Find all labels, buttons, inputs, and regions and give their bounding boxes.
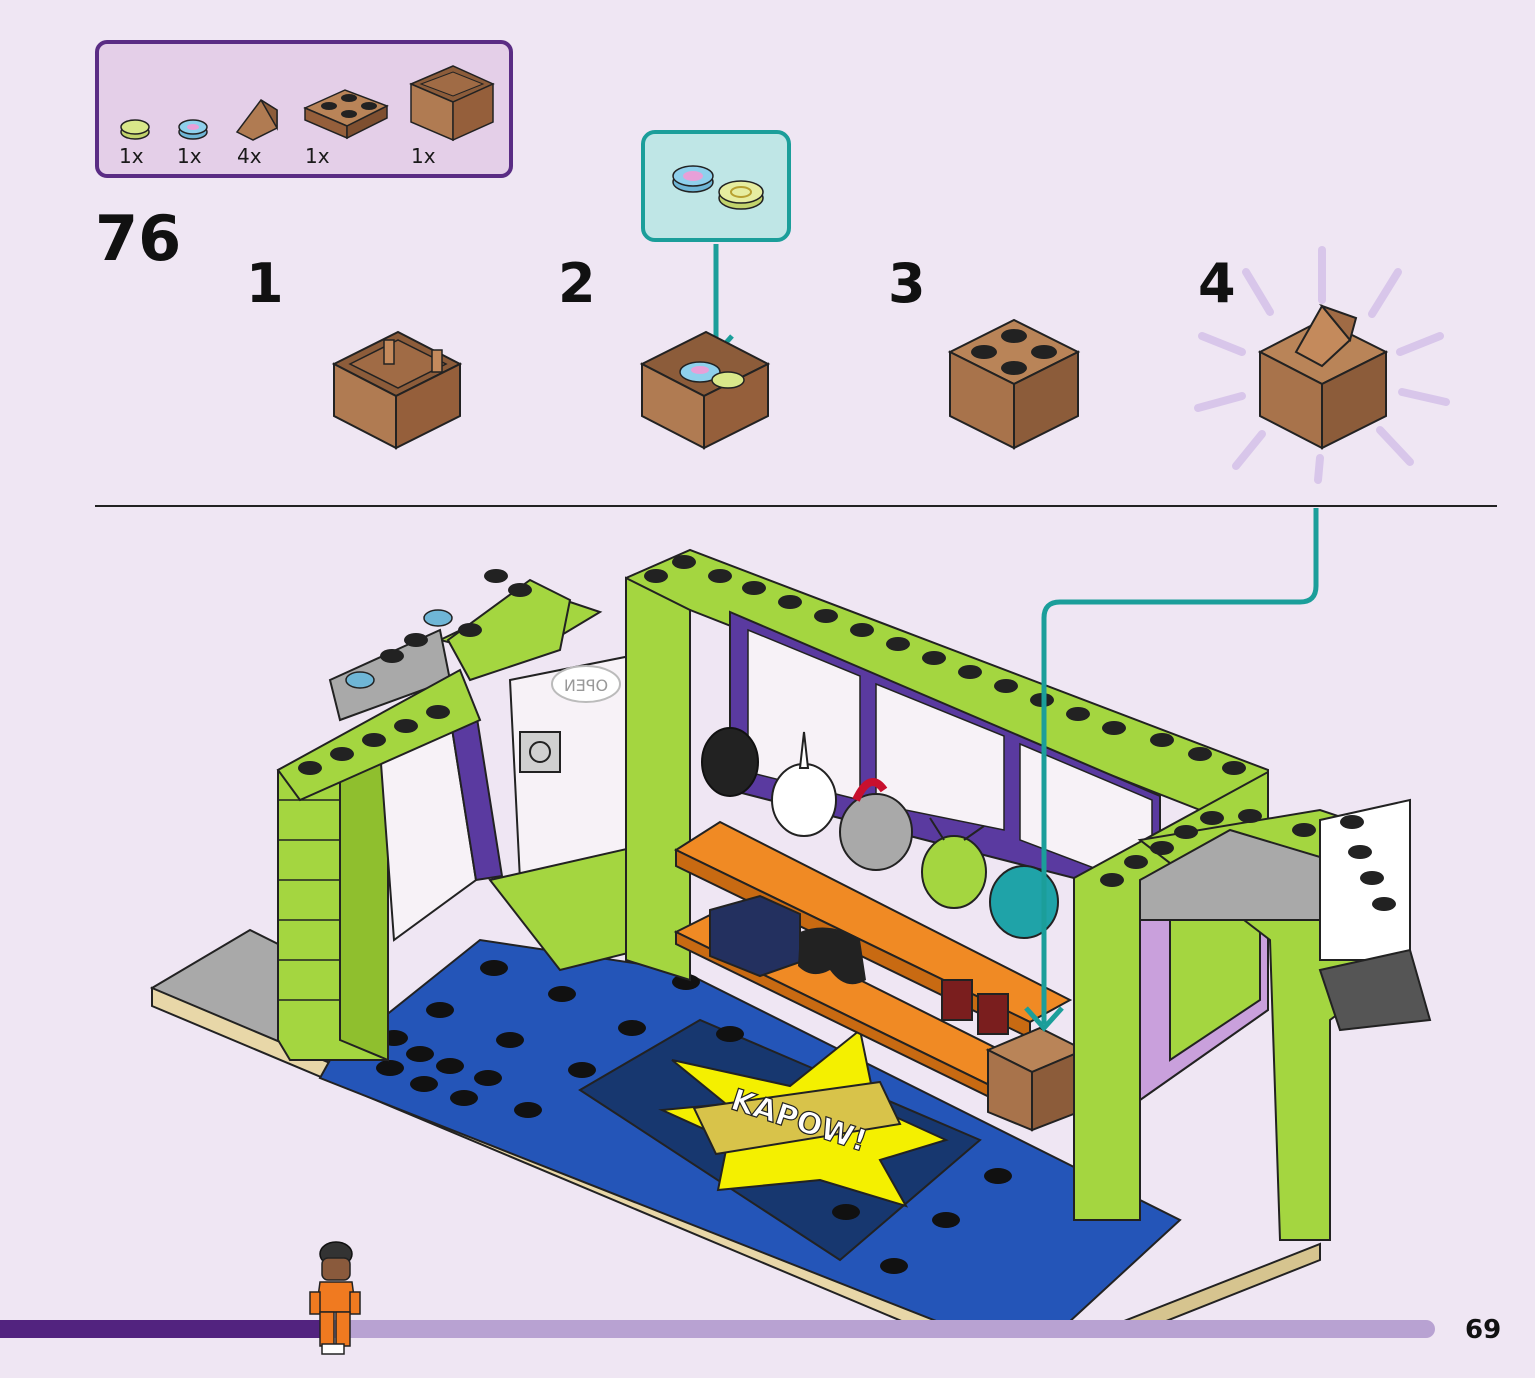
substep-models: [331, 244, 1450, 484]
substep-3-plate-on-box: [947, 318, 1081, 450]
substep-4-finished-crate: [1194, 246, 1450, 484]
kapow-floor-sign: KAPOW!: [658, 1028, 949, 1208]
open-sign-text: OPEN: [564, 676, 608, 695]
left-wall-column: [277, 736, 389, 1062]
placement-arrow: [1024, 508, 1319, 1032]
red-boots: [941, 979, 973, 1021]
substep-number-1: 1: [246, 252, 284, 315]
substep-number-2: 2: [558, 252, 596, 315]
right-wall: [1073, 770, 1432, 1241]
blue-round-tile-part: [178, 119, 208, 140]
callout-blue-tile: [672, 165, 714, 193]
progress-track: [0, 1320, 1435, 1338]
parts-illustrations: [120, 65, 495, 142]
section-divider: [95, 505, 1497, 507]
game-controller: [798, 927, 866, 985]
display-shelves: [673, 727, 1073, 1114]
part-qty-3: 4x: [237, 144, 262, 168]
part-qty-4: 1x: [305, 144, 330, 168]
placed-crate: [985, 1026, 1087, 1132]
callout-lime-tile: [718, 180, 764, 210]
substep-2-container-with-tiles: [639, 330, 771, 450]
unicorn-helmet: [771, 763, 837, 837]
progress-fill: [0, 1320, 328, 1338]
brown-plate-part: [303, 89, 389, 140]
brown-container-part: [409, 65, 495, 142]
lime-round-tile-part: [120, 119, 150, 140]
substep-number-3: 3: [888, 252, 926, 315]
step-number: 76: [95, 202, 182, 275]
part-qty-1: 1x: [119, 144, 144, 168]
substep-1-container: [331, 330, 463, 450]
teal-helmet: [989, 865, 1059, 939]
black-helmet: [701, 727, 759, 797]
brown-slope-part: [235, 98, 278, 141]
assembly-scene: KAPOW! OPEN: [149, 508, 1432, 1320]
alien-helmet: [921, 835, 987, 909]
gray-helmet: [839, 793, 913, 871]
substep-number-4: 4: [1198, 252, 1236, 315]
top-left-bricks: [276, 569, 572, 802]
callout-tiles: [672, 165, 764, 210]
open-door-sign: OPEN: [551, 665, 621, 703]
left-window: [378, 710, 504, 942]
page-number: 69: [1465, 1315, 1502, 1345]
part-qty-2: 1x: [177, 144, 202, 168]
progress-minifigure: [309, 1241, 361, 1355]
tile-callout-box: [641, 130, 791, 242]
parts-list-box: 1x 1x 4x 1x 1x: [95, 40, 513, 178]
part-qty-5: 1x: [411, 144, 436, 168]
